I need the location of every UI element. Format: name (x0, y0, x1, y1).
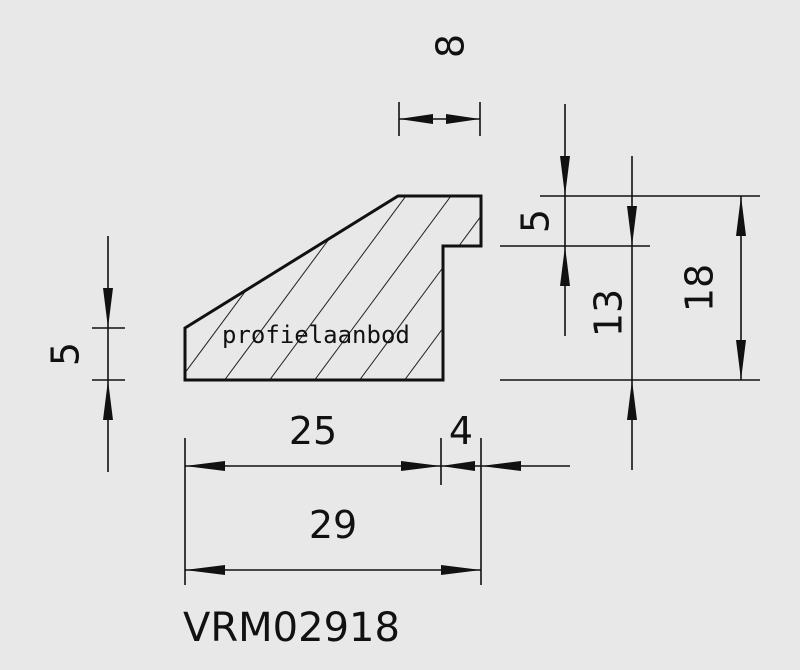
right-extension-lines (500, 195, 760, 381)
dimension-main-width: 25 (185, 409, 570, 471)
profile-code: VRM02918 (183, 605, 400, 651)
bottom-extension-lines (184, 438, 482, 585)
dimension-label-lower-height: 13 (587, 289, 631, 337)
dimension-offset-width: 4 (441, 409, 521, 471)
dimension-total-width: 29 (185, 503, 481, 575)
profile-outline (183, 194, 483, 382)
dimension-label-step-height: 5 (514, 209, 558, 233)
dimension-total-height: 18 (678, 196, 746, 380)
dimension-lower-height: 13 (587, 156, 637, 470)
dimension-label-offset-width: 4 (449, 409, 473, 453)
watermark-text: profielaanbod (222, 321, 410, 349)
dimension-label-left-height: 5 (44, 342, 88, 366)
dimension-label-total-height: 18 (678, 264, 722, 312)
dimension-label-main-width: 25 (289, 409, 337, 453)
dimension-left-height: 5 (44, 236, 125, 472)
dimension-label-top-width: 8 (429, 34, 473, 58)
dimension-label-total-width: 29 (309, 503, 357, 547)
dimension-step-height: 5 (514, 104, 570, 336)
dimension-top-width: 8 (398, 34, 481, 136)
